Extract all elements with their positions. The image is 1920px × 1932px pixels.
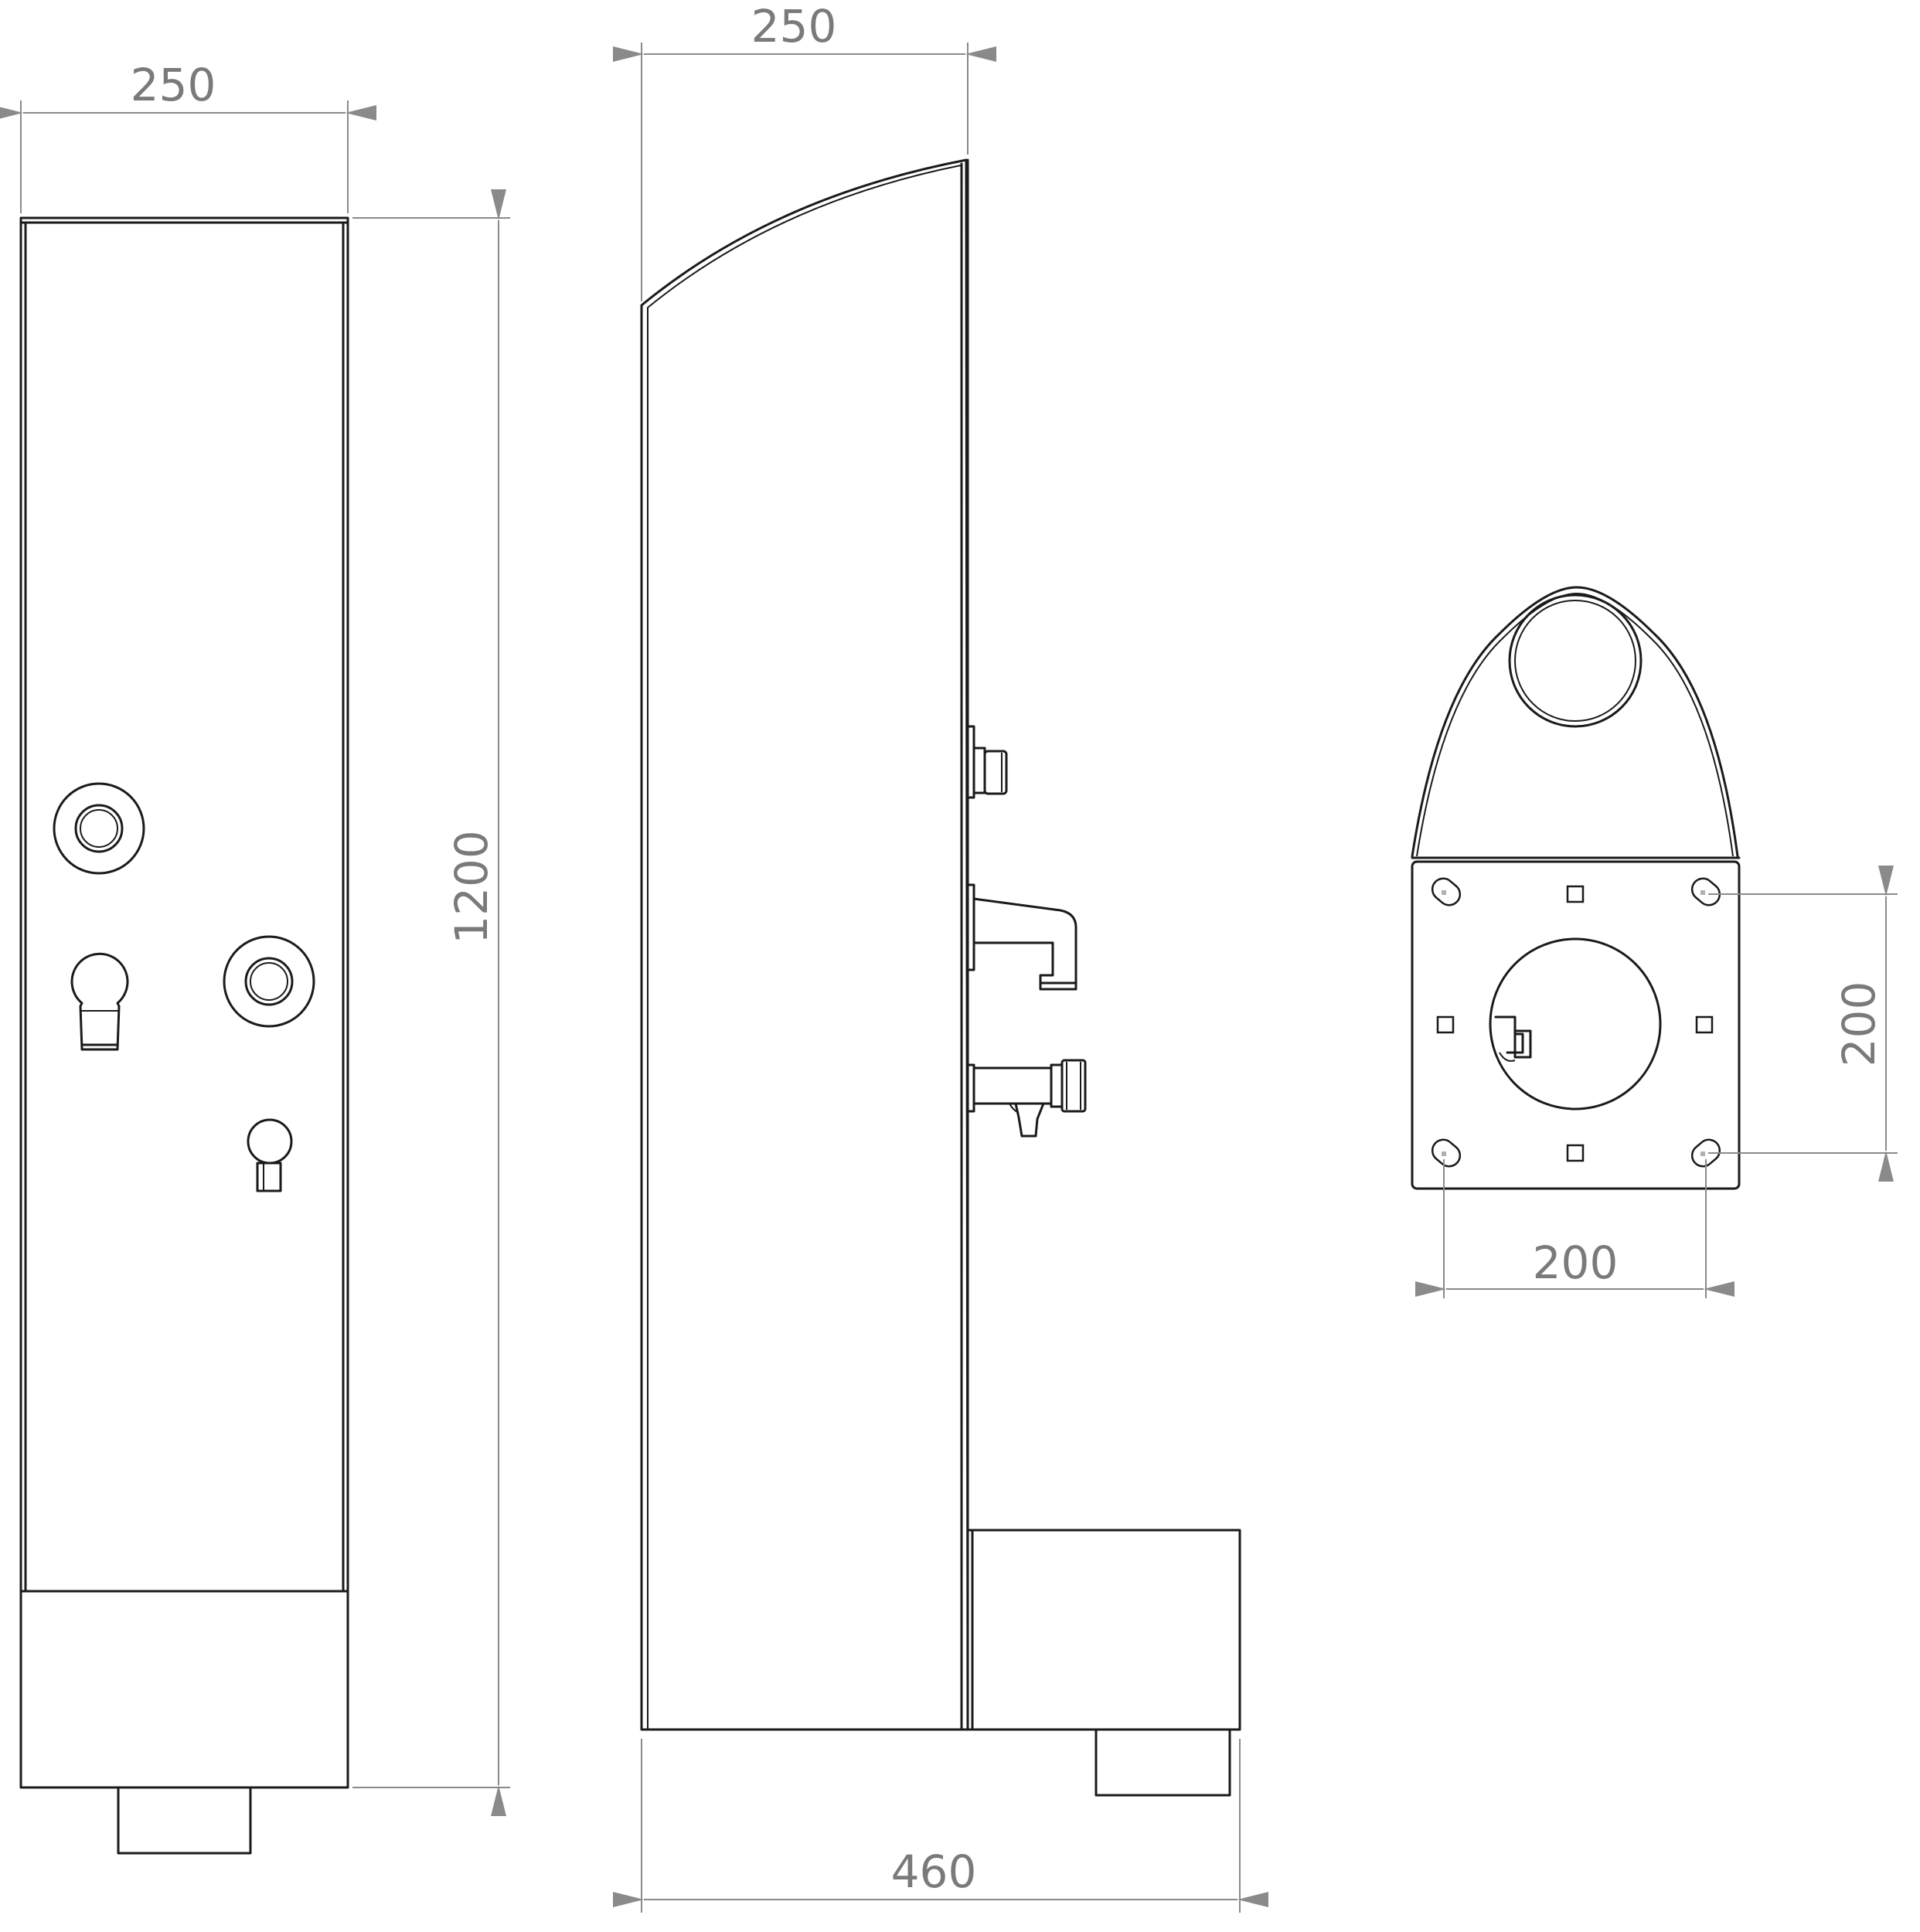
mounting-hole-icon [1431, 877, 1462, 906]
square-hole-icon [1566, 885, 1585, 903]
dim-top-hole-horizontal: 200 [1533, 1236, 1619, 1289]
dim-front-width: 250 [131, 59, 216, 111]
tap-side-icon [966, 883, 1077, 991]
inner-fitting-icon [1494, 1015, 1532, 1062]
valve-side-icon [966, 1059, 1087, 1138]
mounting-hole-icon [1690, 877, 1721, 906]
square-hole-icon [1566, 1144, 1585, 1162]
front-base-block [19, 1590, 349, 1789]
base-plate [1411, 860, 1741, 1190]
dim-side-width: 250 [751, 0, 837, 53]
mounting-hole-icon [1690, 1138, 1721, 1168]
push-button-side-icon [966, 725, 1008, 799]
tap-icon [70, 952, 129, 1051]
push-button-icon [53, 782, 145, 875]
side-view: 250 460 [613, 0, 1268, 1913]
square-hole-icon [1695, 1015, 1714, 1034]
front-column-body [19, 216, 349, 1593]
central-opening [1489, 937, 1662, 1111]
side-base-block [966, 1529, 1241, 1731]
front-view: 250 1200 [0, 59, 510, 1855]
front-foot [117, 1786, 252, 1855]
mounting-hole-icon [1431, 1138, 1462, 1168]
top-view: 200 200 [1411, 586, 1898, 1298]
top-opening [1508, 594, 1643, 728]
spout-icon [247, 1118, 293, 1192]
dim-top-hole-vertical: 200 [1833, 981, 1885, 1067]
dim-front-height: 1200 [445, 830, 498, 944]
side-column-body [640, 158, 969, 1731]
push-button-right-icon [223, 935, 315, 1028]
top-dome [1411, 586, 1739, 858]
square-hole-icon [1436, 1015, 1455, 1034]
dim-side-depth: 460 [891, 1845, 977, 1898]
side-foot [1094, 1728, 1231, 1797]
